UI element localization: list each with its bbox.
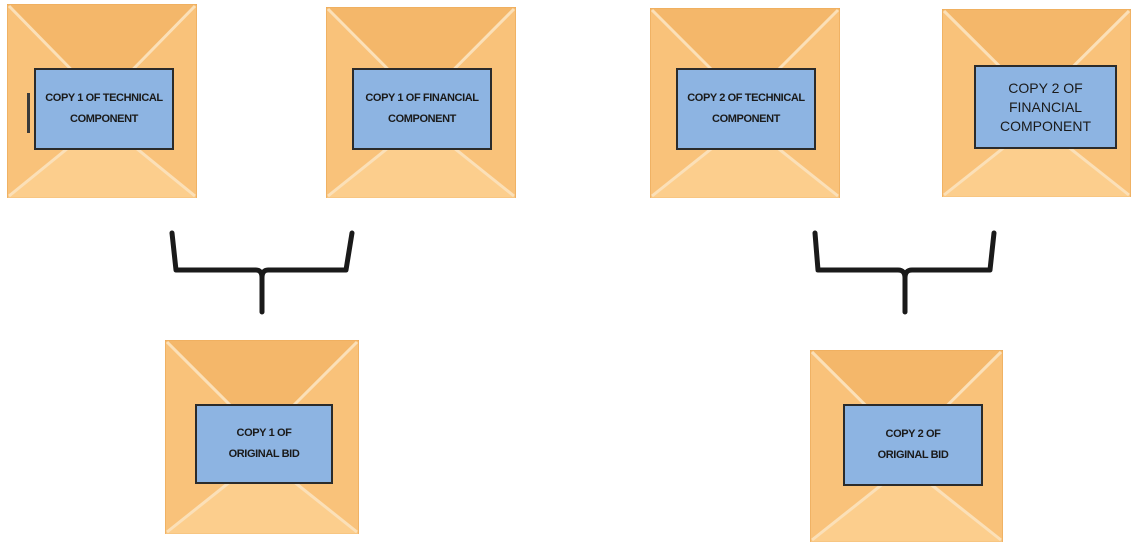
envelope-copy2-technical: COPY 2 OF TECHNICAL COMPONENT <box>650 8 840 198</box>
envelope-copy1-technical: COPY 1 OF TECHNICAL COMPONENT <box>7 4 197 198</box>
brace-right-path <box>812 230 997 315</box>
envelope-label: COPY 1 OF FINANCIAL COMPONENT <box>352 68 492 150</box>
envelope-copy1-original: COPY 1 OF ORIGINAL BID <box>165 340 359 534</box>
envelope-label: COPY 1 OF TECHNICAL COMPONENT <box>34 68 174 150</box>
mark <box>27 93 30 133</box>
envelope-icon <box>810 350 1003 542</box>
envelope-label: COPY 2 OF FINANCIAL COMPONENT <box>974 65 1117 149</box>
envelope-copy2-financial: COPY 2 OF FINANCIAL COMPONENT <box>942 9 1131 197</box>
brace-left-path <box>169 230 355 315</box>
envelope-copy2-original: COPY 2 OF ORIGINAL BID <box>810 350 1003 542</box>
envelope-label: COPY 1 OF ORIGINAL BID <box>195 404 333 484</box>
envelope-label: COPY 2 OF ORIGINAL BID <box>843 404 983 486</box>
envelope-copy1-financial: COPY 1 OF FINANCIAL COMPONENT <box>326 7 516 198</box>
envelope-label: COPY 2 OF TECHNICAL COMPONENT <box>676 68 816 150</box>
